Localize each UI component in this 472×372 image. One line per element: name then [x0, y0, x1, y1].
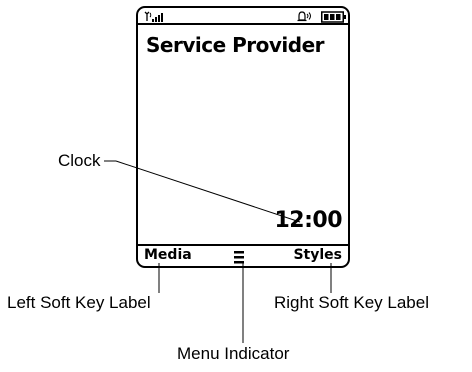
- signal-strength-icon: [144, 11, 163, 22]
- menu-indicator-callout: Menu Indicator: [177, 344, 290, 363]
- phone-screen: Service Provider 12:00 Media Styles: [136, 6, 350, 268]
- clock: 12:00: [274, 208, 342, 233]
- menu-indicator-icon: [234, 251, 244, 264]
- right-soft-key-label-callout: Right Soft Key Label: [274, 293, 429, 312]
- left-soft-key-label-callout: Left Soft Key Label: [7, 293, 151, 312]
- clock-callout: Clock: [58, 151, 101, 170]
- battery-icon: [321, 11, 346, 23]
- left-soft-key[interactable]: Media: [144, 247, 192, 263]
- status-bar: [142, 11, 346, 23]
- soft-key-divider: [138, 244, 348, 246]
- clock-leader-diagonal: [115, 160, 301, 223]
- ringer-volume-icon: [297, 11, 311, 22]
- right-soft-key[interactable]: Styles: [293, 247, 342, 263]
- service-provider-name: Service Provider: [146, 33, 325, 57]
- status-divider: [138, 23, 348, 25]
